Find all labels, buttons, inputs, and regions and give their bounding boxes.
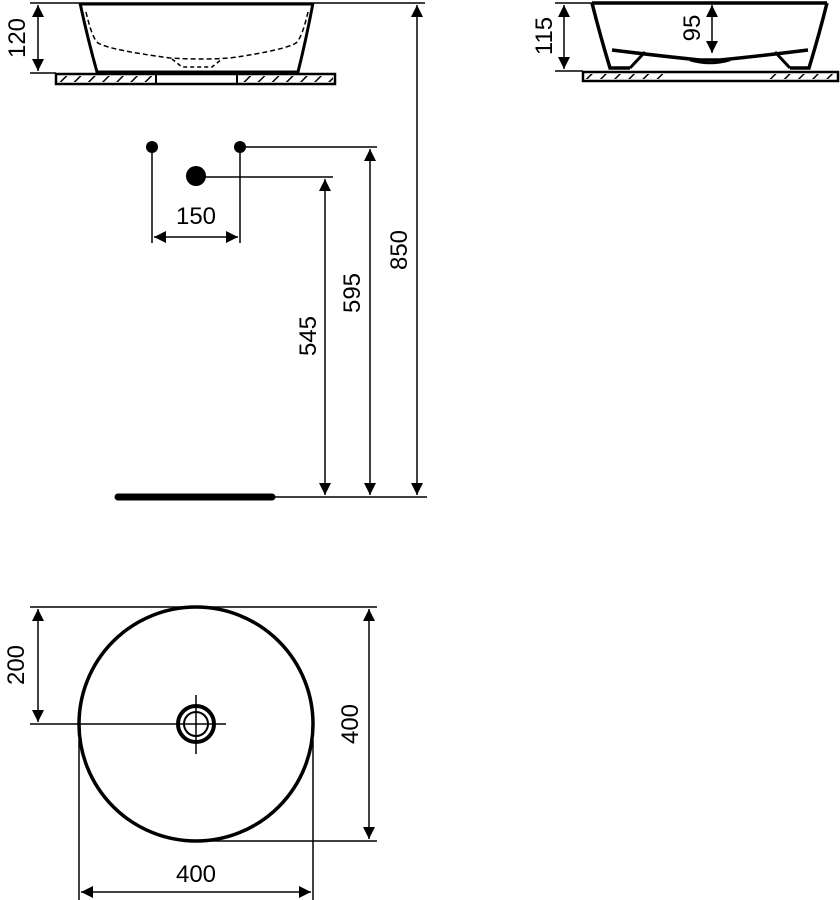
dim-depth: 400 [337, 704, 364, 744]
front-section-view: 120 [4, 2, 425, 86]
dim-width: 400 [176, 861, 216, 888]
dim-side-height: 115 [531, 17, 558, 55]
dim-tap-spacing: 150 [176, 203, 216, 230]
side-section-view: 115 95 [531, 1, 840, 83]
dim-centre-offset: 200 [3, 645, 30, 685]
dim-rim-height: 850 [386, 230, 413, 270]
wall-connections-view: 150 545 595 850 [114, 4, 427, 501]
basin-outline [77, 605, 315, 843]
dim-front-height: 120 [4, 18, 31, 58]
dim-bowl-depth: 95 [679, 15, 706, 42]
dim-waste-height: 545 [295, 316, 322, 356]
waste-point [186, 166, 206, 186]
dim-supply-height: 595 [339, 273, 366, 313]
plan-view: 200 400 400 [3, 605, 377, 900]
